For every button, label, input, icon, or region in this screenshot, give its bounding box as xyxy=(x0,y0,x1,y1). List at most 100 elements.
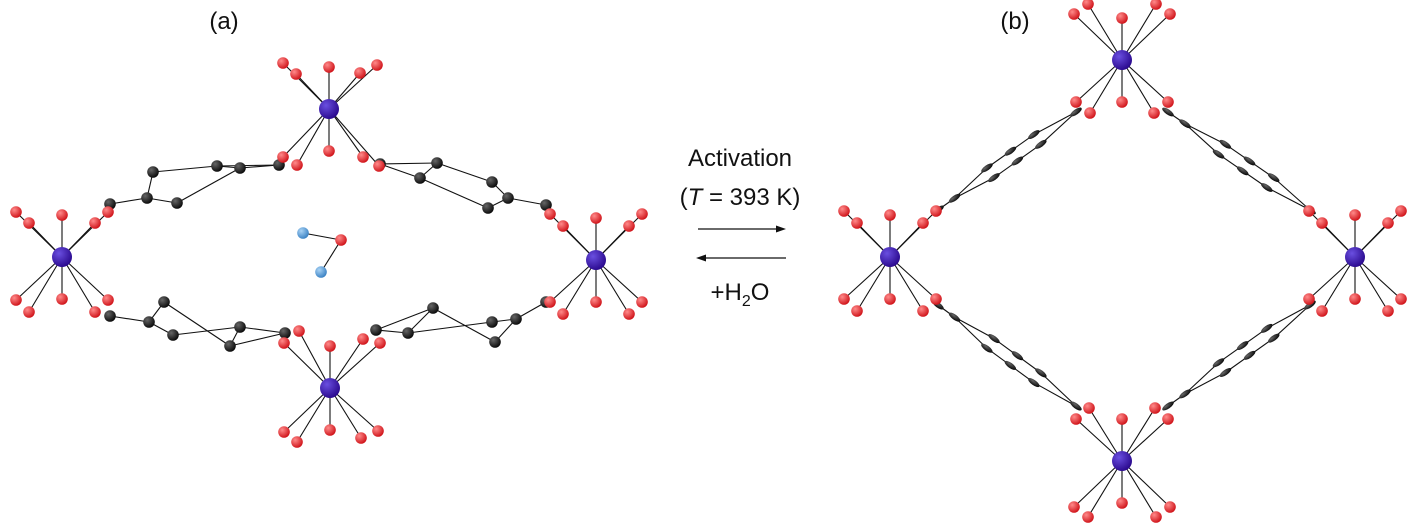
bond xyxy=(954,167,988,199)
bond xyxy=(954,316,988,349)
metal-atom xyxy=(1112,50,1132,70)
oxygen-atom xyxy=(323,61,335,73)
oxygen-atom xyxy=(1082,0,1094,10)
metal-atom xyxy=(880,247,900,267)
bond xyxy=(1308,256,1356,300)
bond xyxy=(1273,304,1311,339)
bond xyxy=(328,108,380,167)
carbon-atom xyxy=(486,176,498,188)
oxygen-atom xyxy=(355,432,367,444)
bond xyxy=(329,387,379,432)
bond xyxy=(889,210,937,258)
carbon-atom xyxy=(502,192,514,204)
water-addition-label: +H2O xyxy=(711,279,770,310)
bond xyxy=(1184,123,1219,155)
oxygen-atom xyxy=(1068,501,1080,513)
oxygen-atom xyxy=(1083,402,1095,414)
panel-b-activated-framework xyxy=(838,0,1407,523)
bond xyxy=(1184,123,1226,145)
bond xyxy=(1075,59,1123,103)
bond xyxy=(320,239,342,273)
carbon-atom xyxy=(211,160,223,172)
metal-atom xyxy=(586,250,606,270)
bond xyxy=(1121,460,1171,508)
bond xyxy=(61,211,109,258)
bond xyxy=(1354,210,1402,258)
bond xyxy=(1121,3,1157,61)
linker-molecule xyxy=(104,296,291,352)
oxygen-atom xyxy=(838,293,850,305)
temperature-value: = 393 K) xyxy=(702,184,800,211)
carbon-atom xyxy=(143,316,155,328)
bond xyxy=(282,108,330,158)
carbon-atom xyxy=(486,316,498,328)
bond xyxy=(328,64,378,110)
bond xyxy=(239,164,280,169)
oxygen-atom xyxy=(1068,8,1080,20)
bond xyxy=(229,332,286,347)
oxygen-atom xyxy=(1070,96,1082,108)
oxygen-atom xyxy=(354,67,366,79)
bond xyxy=(856,256,891,312)
carbon-atom xyxy=(1004,360,1017,370)
bond xyxy=(1121,407,1156,462)
carbon-atom xyxy=(1011,156,1024,166)
bond xyxy=(1073,13,1123,61)
panel-a-label: (a) xyxy=(209,8,238,35)
bond xyxy=(1087,3,1123,61)
carbon-atom xyxy=(370,324,382,336)
oxygen-atom xyxy=(291,436,303,448)
carbon-atom xyxy=(414,172,426,184)
carbon-atom xyxy=(981,163,993,173)
panel-a-hydrated-framework xyxy=(10,57,648,448)
bond xyxy=(298,330,331,389)
oxygen-atom xyxy=(10,206,22,218)
carbon-atom xyxy=(1035,368,1047,378)
oxygen-atom xyxy=(930,205,942,217)
oxygen-atom xyxy=(324,340,336,352)
oxygen-atom xyxy=(1382,217,1394,229)
oxygen-atom xyxy=(372,425,384,437)
oxygen-atom xyxy=(1395,293,1407,305)
carbon-atom xyxy=(147,166,159,178)
bond xyxy=(1273,177,1311,211)
linker-molecule xyxy=(370,296,552,348)
bond xyxy=(1087,460,1123,518)
carbon-atom xyxy=(1035,139,1047,149)
carbon-atom xyxy=(234,162,246,174)
oxygen-atom xyxy=(277,151,289,163)
oxygen-atom xyxy=(917,305,929,317)
oxygen-atom xyxy=(1162,413,1174,425)
oxygen-atom xyxy=(1082,511,1094,523)
metal-atom xyxy=(320,378,340,398)
oxygen-atom xyxy=(884,293,896,305)
bond xyxy=(283,387,331,433)
metal-node xyxy=(1068,0,1176,119)
oxygen-atom xyxy=(1303,293,1315,305)
forward-arrow-head xyxy=(776,225,786,233)
bond xyxy=(1121,460,1157,518)
oxygen-atom xyxy=(1382,305,1394,317)
carbon-atom xyxy=(104,310,116,322)
oxygen-atom xyxy=(1349,209,1361,221)
oxygen-atom xyxy=(1316,217,1328,229)
carbon-atom xyxy=(988,334,1000,344)
bond xyxy=(595,259,630,315)
oxygen-atom xyxy=(102,206,114,218)
bond xyxy=(296,108,330,166)
temperature-symbol: T xyxy=(688,184,705,211)
bond xyxy=(1354,256,1389,312)
oxygen-atom xyxy=(623,220,635,232)
oxygen-atom xyxy=(557,220,569,232)
bond xyxy=(843,256,891,300)
bond xyxy=(549,259,597,303)
bond xyxy=(889,256,937,300)
carbon-atom xyxy=(1236,166,1249,176)
carbon-atom xyxy=(1243,156,1256,166)
oxygen-atom xyxy=(1303,205,1315,217)
bond xyxy=(302,232,342,241)
carbon-atom xyxy=(402,327,414,339)
oxygen-atom xyxy=(290,68,302,80)
carbon-atom xyxy=(1028,130,1040,140)
